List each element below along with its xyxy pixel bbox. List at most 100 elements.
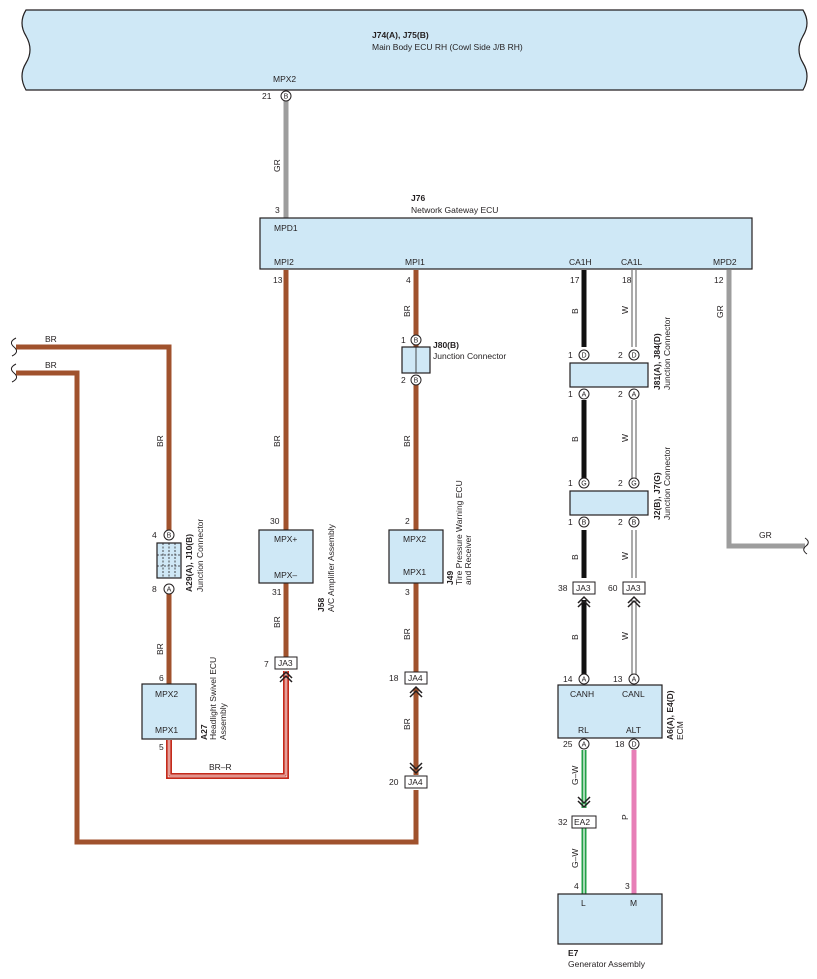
ecm-pin-canl: 13 — [613, 674, 623, 684]
j2-code: J2(B), J7(G) — [652, 472, 662, 520]
ecm-terminal-canl: CANL — [622, 689, 645, 699]
gateway-pin-mpd1: 3 — [275, 205, 280, 215]
j2-conn-4-letter: B — [632, 520, 637, 527]
gateway-pin-mpd2: 12 — [714, 275, 724, 285]
ja3-b-label: JA3 — [576, 583, 591, 593]
wire-label-w-1: W — [620, 306, 630, 314]
gateway-terminal-mpi1: MPI1 — [405, 257, 425, 267]
wire-label-br-bottom: BR — [45, 360, 57, 370]
ecm-conn-canh-letter: A — [582, 677, 587, 684]
gateway-terminal-mpi2: MPI2 — [274, 257, 294, 267]
ecm-conn-rl-letter: A — [582, 742, 587, 749]
a27-terminal-mpx2: MPX2 — [155, 689, 178, 699]
main-body-ecu-code: J74(A), J75(B) — [372, 30, 429, 40]
wire-label-p: P — [620, 814, 630, 820]
gateway-code: J76 — [411, 193, 425, 203]
j80-name: Junction Connector — [433, 351, 506, 361]
break-symbol-right — [803, 537, 809, 555]
gen-terminal-l: L — [581, 898, 586, 908]
j80-pin-2: 2 — [401, 375, 406, 385]
a29-conn-bottom-letter: A — [167, 587, 172, 594]
j81-pin-1: 1 — [568, 350, 573, 360]
j49-pin-mpx2: 2 — [405, 516, 410, 526]
j2-conn-1-letter: G — [581, 481, 586, 488]
j49-name-line1: Tire Pressure Warning ECU — [454, 480, 464, 585]
j58-terminal-plus: MPX+ — [274, 534, 297, 544]
j2-conn-1 — [578, 477, 590, 489]
wire-label-gr-3: GR — [759, 530, 772, 540]
j81-conn-2-letter: D — [631, 353, 636, 360]
ja3-b-chevron — [577, 595, 591, 608]
j2-pin-2: 2 — [618, 478, 623, 488]
break-symbol-bottom — [10, 363, 18, 383]
j49-terminal-mpx1: MPX1 — [403, 567, 426, 577]
conn-letter: B — [284, 94, 289, 101]
a29-conn-top — [163, 529, 175, 541]
a29-pin-top: 4 — [152, 530, 157, 540]
wire-label-br-mpi2: BR — [272, 435, 282, 447]
wire-label-gr-2: GR — [715, 305, 725, 318]
ecm-box — [557, 684, 663, 739]
ja3-left-chevron — [279, 670, 293, 683]
j49-box — [388, 529, 444, 584]
gateway-ecu-box — [259, 217, 753, 270]
conn-circle — [280, 90, 292, 102]
main-body-ecu-box — [21, 9, 808, 91]
ja3-b-box — [572, 581, 596, 595]
gateway-terminal-mpd2: MPD2 — [713, 257, 737, 267]
ja3-left-label: JA3 — [278, 658, 293, 668]
gateway-terminal-ca1h: CA1H — [569, 257, 592, 267]
j2-box — [569, 490, 649, 516]
ja4-bot-box — [404, 775, 428, 789]
j81-conn-3 — [578, 388, 590, 400]
ecm-terminal-rl: RL — [578, 725, 589, 735]
ea2-box — [571, 815, 597, 829]
j58-pin-mpx-minus: 31 — [272, 587, 282, 597]
ecm-conn-rl — [578, 738, 590, 750]
wire-br-loop-bottom — [16, 370, 419, 845]
wire-label-br-a29-bot: BR — [155, 643, 165, 655]
j2-conn-3-letter: B — [582, 520, 587, 527]
wire-brr-stripe2 — [168, 671, 287, 777]
j81-code: J81(A), J84(D) — [652, 333, 662, 390]
wire-gr-mpd2 — [726, 270, 805, 549]
gateway-terminal-ca1l: CA1L — [621, 257, 643, 267]
wire-br-top-left — [16, 344, 172, 530]
wire-label-br-a29-top: BR — [155, 435, 165, 447]
j2-pin-3: 1 — [568, 517, 573, 527]
ecm-conn-canl — [628, 673, 640, 685]
j80-conn-1 — [410, 334, 422, 346]
ja3-left-pin: 7 — [264, 659, 269, 669]
gateway-pin-mpi1: 4 — [406, 275, 411, 285]
j80-code: J80(B) — [433, 340, 459, 350]
ja3-w-chevron — [627, 595, 641, 608]
wire-label-gw-1: G–W — [570, 766, 580, 785]
wire-label-w-3: W — [620, 552, 630, 560]
j2-conn-3 — [578, 516, 590, 528]
wire-label-gw-2: G–W — [570, 849, 580, 868]
j81-conn-4-letter: A — [632, 392, 637, 399]
ecm-name: ECM — [675, 721, 685, 740]
j58-code: J58 — [316, 598, 326, 612]
ja4-bot-label: JA4 — [408, 777, 423, 787]
gateway-pin-mpi2: 13 — [273, 275, 283, 285]
j81-conn-1 — [578, 349, 590, 361]
gen-box — [557, 893, 663, 945]
ecm-conn-canh — [578, 673, 590, 685]
a27-box — [141, 683, 197, 740]
j2-conn-4 — [628, 516, 640, 528]
ja4-top-chevron — [409, 685, 423, 698]
ja3-w-pin: 60 — [608, 583, 618, 593]
a29-pin-bottom: 8 — [152, 584, 157, 594]
wire-label-gr-1: GR — [272, 159, 282, 172]
a27-pin-mpx1: 5 — [159, 742, 164, 752]
ecm-terminal-canh: CANH — [570, 689, 594, 699]
wire-label-br-j49: BR — [402, 628, 412, 640]
ja3-left-box — [274, 656, 298, 670]
gateway-pin-ca1h: 17 — [570, 275, 580, 285]
a29-grid-lines — [157, 543, 181, 578]
gateway-pin-ca1l: 18 — [622, 275, 632, 285]
a29-code: A29(A), J10(B) — [184, 534, 194, 592]
ecm-terminal-alt: ALT — [626, 725, 641, 735]
